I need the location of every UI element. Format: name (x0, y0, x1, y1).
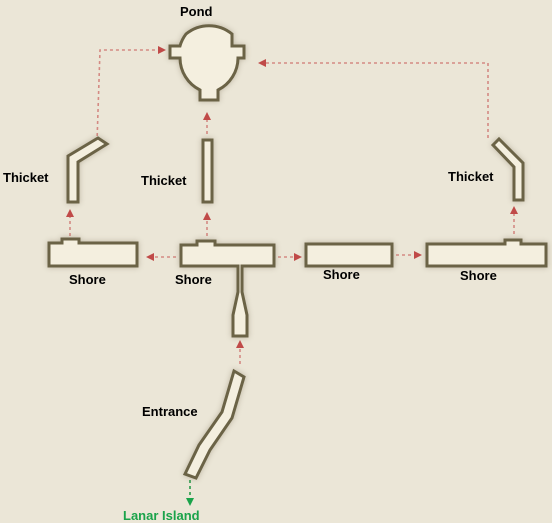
label-thicket-left: Thicket (3, 170, 49, 185)
room-thicket-right[interactable] (490, 136, 525, 202)
room-shore-mid-right[interactable] (304, 242, 394, 268)
room-thicket-left[interactable] (66, 136, 110, 204)
label-exit-lanar-island[interactable]: Lanar Island (123, 508, 200, 523)
room-shore-far-right[interactable] (425, 238, 548, 268)
label-shore-left: Shore (69, 272, 106, 287)
room-shore-left[interactable] (47, 237, 139, 268)
paths (66, 46, 518, 506)
path-thicket-right-to-pond (258, 59, 489, 138)
label-entrance: Entrance (142, 404, 198, 419)
label-shore-center: Shore (175, 272, 212, 287)
label-thicket-center: Thicket (141, 173, 187, 188)
room-shore-center[interactable] (179, 239, 276, 338)
room-entrance[interactable] (182, 368, 246, 480)
path-thicket-left-to-pond (96, 46, 166, 143)
label-thicket-right: Thicket (448, 169, 494, 184)
room-pond[interactable] (168, 24, 246, 102)
room-thicket-center[interactable] (201, 138, 214, 204)
rooms (47, 24, 548, 480)
label-pond: Pond (180, 4, 213, 19)
label-shore-far-right: Shore (460, 268, 497, 283)
label-shore-mid-right: Shore (323, 267, 360, 282)
